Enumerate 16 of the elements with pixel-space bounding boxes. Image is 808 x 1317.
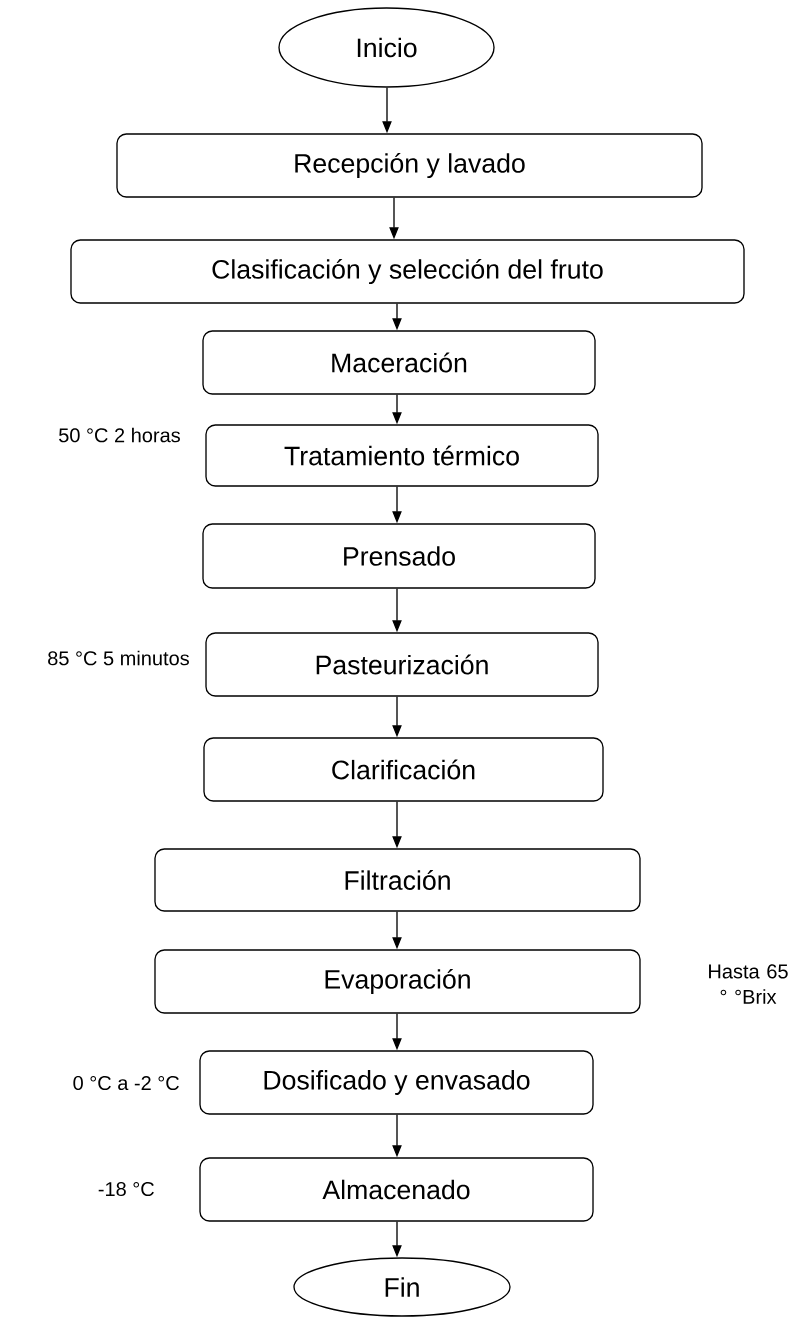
process-box: Tratamiento térmico	[205, 424, 599, 487]
process-box: Filtración	[154, 848, 641, 912]
process-box: Almacenado	[199, 1157, 594, 1222]
annotation-text: -18 °C	[98, 1181, 154, 1197]
annotation-text: 0 °C a -2 °C	[73, 1075, 179, 1091]
process-box: Recepción y lavado	[116, 133, 703, 198]
process-box: Evaporación	[154, 949, 641, 1014]
annotation-text: 50 °C 2 horas	[59, 427, 180, 443]
process-box: Prensado	[202, 523, 596, 589]
process-box: Pasteurización	[205, 632, 599, 697]
process-box: Clasificación y selección del fruto	[70, 239, 745, 304]
process-box: Dosificado y envasado	[199, 1050, 594, 1115]
process-box: Maceración	[202, 330, 596, 395]
annotation-text: Hasta 65 ° °Brix	[709, 964, 788, 1004]
process-box: Clarificación	[203, 737, 604, 802]
annotation-text: 85 °C 5 minutos	[48, 650, 189, 666]
